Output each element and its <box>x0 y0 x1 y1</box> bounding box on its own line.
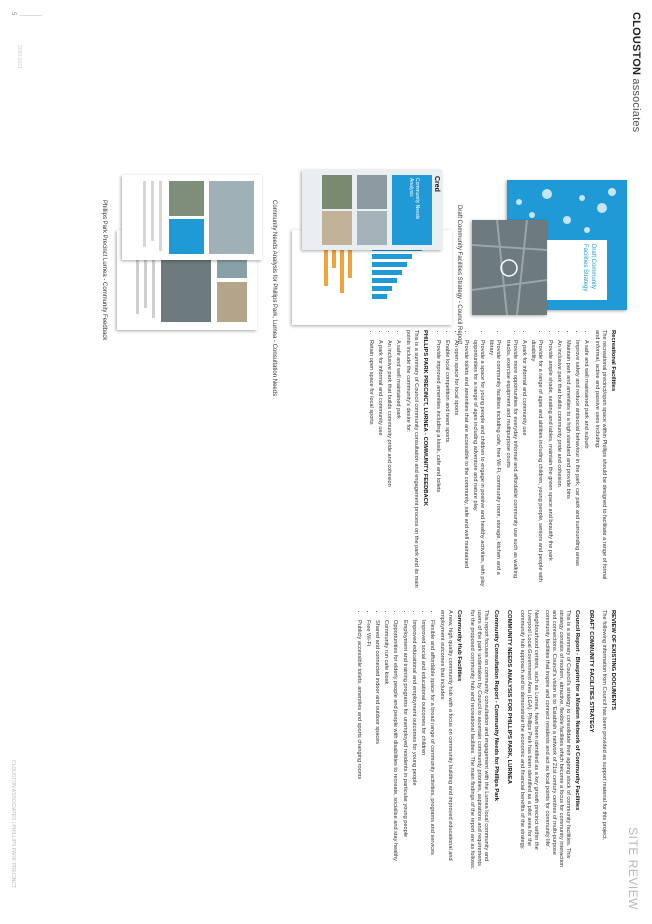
list-item: Improved social and educational outcomes… <box>419 620 426 870</box>
list-item: Publicly accessible toilets, amenities a… <box>354 620 362 870</box>
list-item: A safe and well maintained park <box>394 340 401 590</box>
list-item: Provide ample shade, seating and tables,… <box>545 340 553 590</box>
list-item: Provide community facilities including c… <box>487 340 501 590</box>
caption-needs: Community Needs Analysis for Phillips Pa… <box>271 200 277 397</box>
list-item: An inclusive park that builds community … <box>385 340 392 590</box>
list-item: Provide more opportunities for everyday … <box>503 340 518 590</box>
feedback-list: A safe and well maintained park An inclu… <box>366 330 402 590</box>
list-item: Improved educational and employment outc… <box>410 620 417 870</box>
list-item: Community run cafe kiosk <box>382 620 389 870</box>
list-item: Flexible and affordable space for a broa… <box>428 620 435 870</box>
list-item: Provide toilets and amenities that are a… <box>461 340 469 590</box>
needs-analysis-thumbnail: Cred Community Needs Analysis <box>282 170 452 330</box>
list-item: Opportunities for elderly people and peo… <box>391 620 398 870</box>
photo-collage <box>322 175 432 245</box>
review-heading: REVIEW OF EXISTING DOCUMENTS <box>610 610 616 711</box>
feedback-text: This is a summary of Council community c… <box>405 330 419 588</box>
list-item: Improve safety and reduce antisocial beh… <box>573 340 580 590</box>
list-item: Provide improved amenities including a k… <box>434 340 441 590</box>
section-title: SITE REVIEW <box>626 827 640 910</box>
feedback-cover-image <box>143 181 254 254</box>
caption-feedback: Phillips Park Precinct Lurnea - Communit… <box>101 200 107 341</box>
list-item: A park for informal and community use <box>520 340 527 590</box>
list-item: A park for informal and community use <box>376 340 383 590</box>
strategy-text: This is a summary of Council's strategy … <box>543 610 572 868</box>
list-item: An open space for local sports <box>452 340 459 590</box>
hub-intro: A new, high quality community hub with a… <box>439 610 453 861</box>
recreational-list: A safe and well maintained park and subu… <box>434 330 589 590</box>
needs-subheading: Community Consultation Report - Communit… <box>492 610 499 801</box>
footer-text: CLOUSTON ASSOCIATES | PHILLIPS PARK PREC… <box>10 760 16 888</box>
needs-heading: COMMUNITY NEEDS ANALYSIS FOR PHILLIPS PA… <box>505 610 512 784</box>
hub-list: Flexible and affordable space for a broa… <box>354 610 436 870</box>
feedback-heading: PHILLIPS PARK PRECINCT, LURNEA - COMMUNI… <box>421 330 428 507</box>
strategy-subheading: Council Report - Blueprint for a Modern … <box>574 610 581 811</box>
left-text-column: REVIEW OF EXISTING DOCUMENTS The followi… <box>350 610 622 870</box>
caption-strategy: Draft Community Facilities Strategy - Co… <box>456 205 462 345</box>
aerial-map-page <box>471 219 548 316</box>
aerial-map-image <box>471 219 548 316</box>
list-item: An inclusive park that builds community … <box>555 340 562 590</box>
strategy-heading: DRAFT COMMUNITY FACILITIES STRATEGY <box>587 610 594 733</box>
brand-logo: CLOUSTON associates <box>630 12 642 132</box>
list-item: Maintain park and amenities to a high st… <box>564 340 571 590</box>
needs-text: Neighbourhood centres, such as Lurnea, h… <box>518 610 540 850</box>
review-intro: The following information from Council h… <box>600 610 607 841</box>
report-cover-title: Draft Community Facilities Strategy <box>582 244 596 292</box>
list-item: Enable local competition and team sports <box>443 340 450 590</box>
list-item: A safe and well maintained park and subu… <box>582 340 589 590</box>
list-item: Shared and connected indoor and outdoor … <box>373 620 380 870</box>
feedback-report-thumbnail <box>112 175 262 335</box>
needs-cover-title: Community Needs Analysis <box>408 178 420 220</box>
list-item: Retain open space for local sports <box>366 340 374 590</box>
recreational-heading: Recreational Facilities <box>610 330 616 392</box>
recreational-intro: The recreational precinct/open space wit… <box>593 330 607 580</box>
feedback-page-front <box>122 175 262 260</box>
needs-text-2: This report focuses on community consult… <box>468 610 490 870</box>
hub-heading: Community Hub Facilities <box>455 610 462 682</box>
date-mark: 2020-2021 <box>16 45 22 69</box>
strategy-report-thumbnail: Draft Community Facilities Strategy <box>467 180 627 325</box>
divider-rule <box>20 15 42 16</box>
needs-cover-label: Cred <box>433 176 440 192</box>
list-item: Provide for a range of ages and abilitie… <box>529 340 543 590</box>
list-item: Free Wi-Fi <box>364 620 371 870</box>
list-item: Provide a space for young people and chi… <box>471 340 485 590</box>
middle-text-column: Recreational Facilities The recreational… <box>362 330 622 590</box>
page-number: 5 <box>10 12 16 16</box>
needs-cover-page: Cred Community Needs Analysis <box>302 170 442 250</box>
brand-suffix: associates <box>630 78 642 133</box>
brand-name: CLOUSTON <box>630 12 642 76</box>
list-item: Employment and training programs for une… <box>400 620 408 870</box>
